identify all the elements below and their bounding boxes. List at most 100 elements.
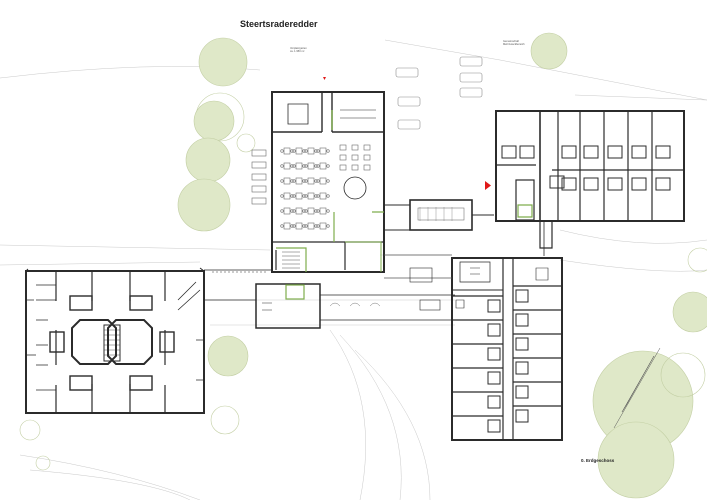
terrace-table	[251, 173, 267, 181]
table	[363, 144, 371, 151]
chair	[292, 179, 296, 183]
bathroom	[561, 145, 577, 159]
residential-wing-southeast	[451, 257, 563, 441]
terrace-table	[251, 197, 267, 205]
chair	[316, 149, 320, 153]
courtyard-note-line2: ca. 1.950 m²	[290, 50, 305, 53]
tree	[597, 421, 675, 499]
north-arrow-icon	[613, 347, 661, 429]
corner-note-line2: Mehrzweckbereich	[503, 43, 525, 46]
chair	[292, 224, 296, 228]
table	[307, 162, 315, 170]
chair	[314, 179, 318, 183]
tree	[210, 405, 240, 435]
bathroom	[487, 323, 501, 337]
table	[307, 147, 315, 155]
table	[283, 192, 291, 200]
bathroom	[487, 395, 501, 409]
dining-tables	[251, 144, 371, 230]
table	[295, 207, 303, 215]
chair	[280, 164, 284, 168]
chair	[290, 224, 294, 228]
table	[319, 207, 327, 215]
chair	[304, 149, 308, 153]
chair	[316, 179, 320, 183]
chair	[290, 164, 294, 168]
chair	[280, 209, 284, 213]
bathroom	[519, 145, 535, 159]
chair	[314, 224, 318, 228]
table	[283, 147, 291, 155]
table	[283, 177, 291, 185]
chair	[290, 149, 294, 153]
tree	[207, 335, 249, 377]
table	[283, 222, 291, 230]
bathroom	[583, 177, 599, 191]
bathroom	[655, 177, 671, 191]
rooms-northeast	[501, 111, 671, 221]
bathroom	[655, 145, 671, 159]
table	[339, 164, 347, 171]
tree	[198, 37, 248, 87]
chair	[326, 164, 330, 168]
chair	[314, 209, 318, 213]
parked-car	[459, 87, 483, 98]
courtyard-note: Vorplatzgarten ca. 1.950 m²	[290, 47, 307, 53]
chair	[302, 179, 306, 183]
tree	[660, 352, 706, 398]
street-name-label: Steertsraderedder	[240, 19, 318, 29]
table	[319, 147, 327, 155]
bathroom	[487, 419, 501, 433]
bathroom	[515, 361, 529, 375]
chair	[304, 224, 308, 228]
chair	[316, 209, 320, 213]
bathroom	[583, 145, 599, 159]
corridor-central	[320, 221, 545, 321]
chair	[326, 209, 330, 213]
chair	[302, 224, 306, 228]
chair	[326, 149, 330, 153]
table	[283, 162, 291, 170]
table	[319, 162, 327, 170]
chair	[304, 179, 308, 183]
chair	[304, 209, 308, 213]
bathroom	[487, 347, 501, 361]
parked-car	[397, 96, 421, 107]
tree	[177, 178, 231, 232]
chair	[314, 149, 318, 153]
table	[307, 192, 315, 200]
tree	[19, 419, 41, 441]
bathroom	[607, 145, 623, 159]
chair	[302, 164, 306, 168]
chair	[290, 194, 294, 198]
tree	[530, 32, 568, 70]
bathroom	[515, 409, 529, 423]
tree	[687, 247, 707, 273]
chair	[280, 149, 284, 153]
corner-note: Gemeinschaft Mehrzweckbereich	[503, 40, 525, 46]
bathroom	[561, 177, 577, 191]
parked-car	[397, 119, 421, 130]
trees	[19, 32, 707, 499]
existing-building-west	[25, 267, 205, 414]
chair	[302, 194, 306, 198]
chair	[316, 224, 320, 228]
table	[351, 154, 359, 161]
tree	[35, 455, 51, 471]
table	[339, 154, 347, 161]
chair	[302, 209, 306, 213]
chair	[280, 179, 284, 183]
table	[307, 207, 315, 215]
table	[295, 147, 303, 155]
terrace-table	[251, 149, 267, 157]
entrance-marker-icon	[323, 77, 491, 190]
chair	[304, 194, 308, 198]
bathroom	[607, 177, 623, 191]
tree	[672, 291, 707, 333]
terrace-table	[251, 161, 267, 169]
bathroom	[515, 313, 529, 327]
courtyard-note-line1: Vorplatzgarten	[290, 47, 307, 50]
chair	[316, 164, 320, 168]
bathroom	[501, 145, 517, 159]
